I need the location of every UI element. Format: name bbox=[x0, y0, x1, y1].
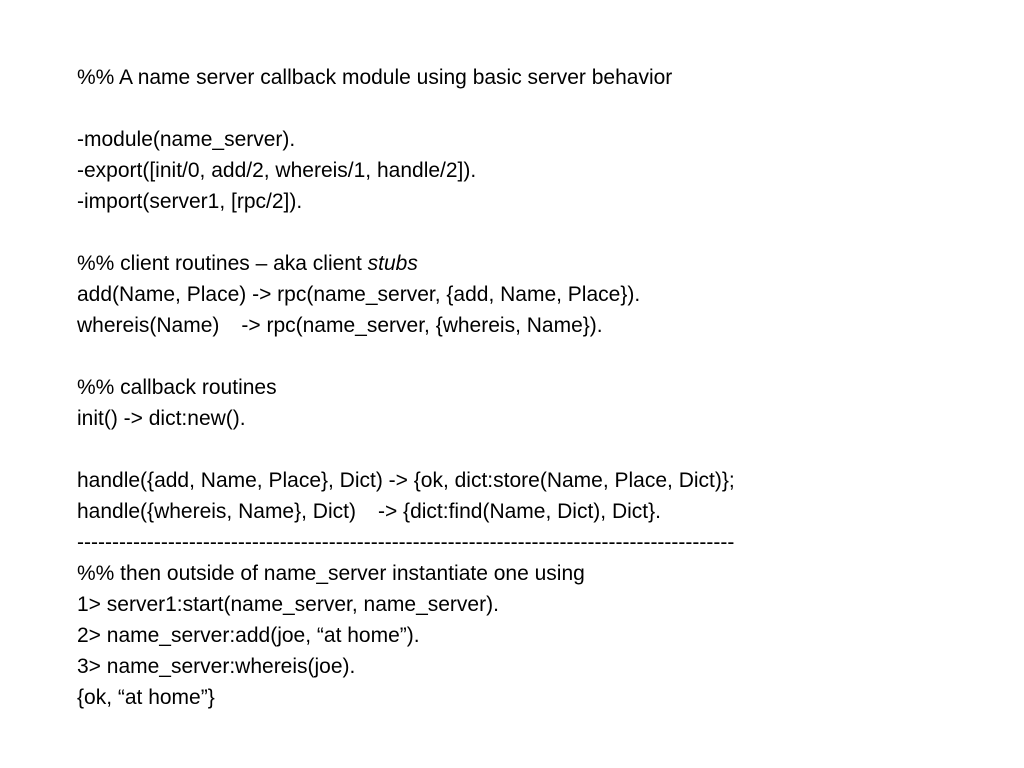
module-declaration-line: -module(name_server). bbox=[77, 128, 296, 151]
handle-whereis-body-text: -> {dict:find(Name, Dict), Dict}. bbox=[377, 500, 661, 523]
code-listing: %% A name server callback module using b… bbox=[77, 62, 977, 713]
init-function-line: init() -> dict:new(). bbox=[77, 407, 246, 430]
blank-line bbox=[77, 341, 977, 372]
comment-header-line: %% A name server callback module using b… bbox=[77, 66, 673, 89]
export-declaration-line: -export([init/0, add/2, whereis/1, handl… bbox=[77, 159, 477, 182]
client-routines-comment-line: %% client routines – aka client stubs bbox=[77, 248, 977, 279]
shell-result-line: {ok, “at home”} bbox=[77, 686, 215, 709]
client-comment-text: %% client routines – aka client bbox=[77, 252, 368, 275]
separator-line: ----------------------------------------… bbox=[77, 531, 735, 554]
whereis-head-text: whereis(Name) bbox=[77, 314, 220, 337]
client-comment-italic-text: stubs bbox=[367, 252, 418, 275]
blank-line bbox=[77, 93, 977, 124]
shell-command-3-line: 3> name_server:whereis(joe). bbox=[77, 655, 356, 678]
shell-command-2-line: 2> name_server:add(joe, “at home”). bbox=[77, 624, 420, 647]
blank-line bbox=[77, 217, 977, 248]
handle-whereis-clause-line: handle({whereis, Name}, Dict) -> {dict:fi… bbox=[77, 496, 977, 527]
handle-whereis-head-text: handle({whereis, Name}, Dict) bbox=[77, 500, 356, 523]
blank-line bbox=[77, 434, 977, 465]
whereis-function-line: whereis(Name) -> rpc(name_server, {wherei… bbox=[77, 310, 977, 341]
outside-comment-line: %% then outside of name_server instantia… bbox=[77, 562, 585, 585]
add-function-line: add(Name, Place) -> rpc(name_server, {ad… bbox=[77, 283, 641, 306]
callback-routines-comment-line: %% callback routines bbox=[77, 376, 277, 399]
shell-command-1-line: 1> server1:start(name_server, name_serve… bbox=[77, 593, 499, 616]
import-declaration-line: -import(server1, [rpc/2]). bbox=[77, 190, 303, 213]
whereis-body-text: -> rpc(name_server, {whereis, Name}). bbox=[241, 314, 603, 337]
handle-add-clause-line: handle({add, Name, Place}, Dict) -> {ok,… bbox=[77, 469, 735, 492]
